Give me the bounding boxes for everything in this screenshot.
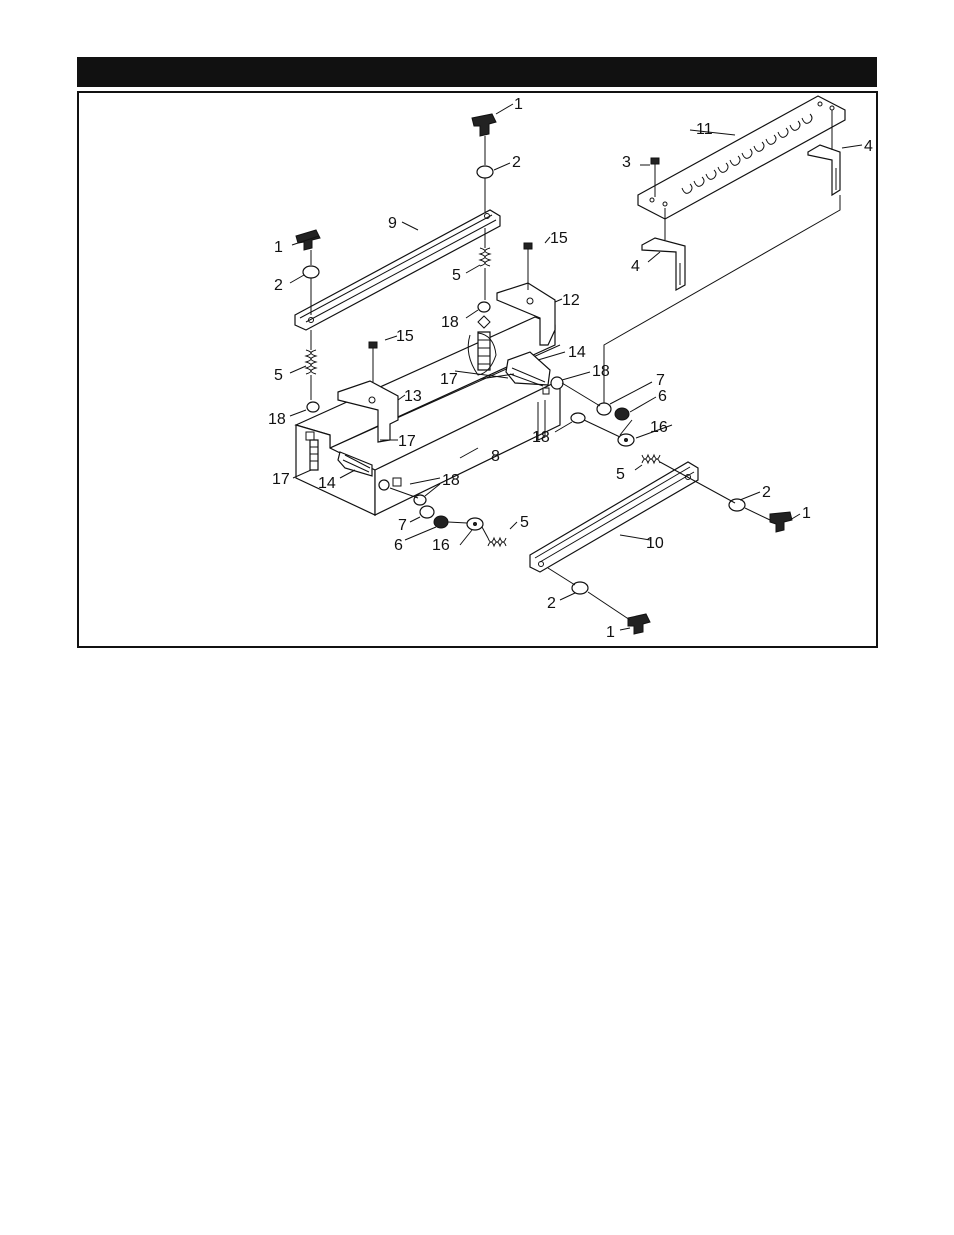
callout-1-lower-right: 1	[802, 505, 811, 522]
nut-part-top	[478, 302, 490, 328]
nut-part-left	[307, 402, 319, 412]
callout-16-left: 16	[432, 537, 450, 554]
nut-part-7-right	[597, 403, 611, 415]
callout-6-right: 6	[658, 388, 667, 405]
callout-8: 8	[491, 448, 500, 465]
callout-5-lower: 5	[520, 514, 529, 531]
callout-5-left: 5	[274, 367, 283, 384]
spacer-part-top	[477, 166, 493, 178]
washer-part-16-right	[618, 434, 634, 446]
bolt-part-b	[310, 440, 318, 470]
spacer-part-lower	[572, 582, 588, 594]
spring-part-left	[306, 350, 316, 374]
callout-4-lower: 4	[631, 258, 640, 275]
spring-part-top	[480, 248, 490, 266]
callout-2-lower-right: 2	[762, 484, 771, 501]
callout-2-top: 2	[512, 154, 521, 171]
callout-3: 3	[622, 154, 631, 171]
callout-17-top: 17	[440, 371, 458, 388]
callout-1-top: 1	[514, 96, 523, 113]
bracket-part-upper	[808, 145, 840, 195]
spring-part-lower	[488, 538, 506, 546]
callout-16-right: 16	[650, 419, 668, 436]
callout-7-left: 7	[398, 517, 407, 534]
callout-18-right: 18	[592, 363, 610, 380]
nut-part-18-lower-left	[379, 480, 389, 490]
upper-rail-part	[295, 210, 500, 330]
callout-18-top: 18	[441, 314, 459, 331]
callout-17-mid: 17	[398, 433, 416, 450]
screw-part-15-right	[524, 243, 532, 290]
callout-11: 11	[696, 121, 713, 138]
washer-part-16-left	[467, 518, 483, 530]
callout-5-top: 5	[452, 267, 461, 284]
callout-2-left: 2	[274, 277, 283, 294]
callout-15-right: 15	[550, 230, 568, 247]
callout-14-right: 14	[568, 344, 586, 361]
bracket-part-lower	[642, 238, 685, 290]
knob-part-top	[472, 114, 496, 136]
callout-18-lower: 18	[442, 472, 460, 489]
callout-4-upper: 4	[864, 138, 873, 155]
callout-10: 10	[646, 535, 664, 552]
callout-18-left: 18	[268, 411, 286, 428]
screw-part-15-left	[369, 342, 377, 382]
callout-13: 13	[404, 388, 422, 405]
spacer-part-left	[303, 266, 319, 278]
knob-part-lower-right	[770, 512, 792, 532]
callout-1-left: 1	[274, 239, 283, 256]
knob-part-lower	[628, 614, 650, 634]
callout-18-lower-right: 18	[532, 429, 550, 446]
callout-6-left: 6	[394, 537, 403, 554]
nut-part-right-body	[551, 377, 563, 389]
nut-part-right-lower	[571, 413, 585, 423]
callout-5-right: 5	[616, 466, 625, 483]
callout-17-left: 17	[272, 471, 290, 488]
nut-part-18-lower-mid	[414, 495, 426, 505]
knob-nut-part-6-right	[615, 408, 629, 420]
nut-part-7-left	[420, 506, 434, 518]
callout-labels: 1 2 3 4 4 11 1 2 9 5 15 12 18 15 14 5 17…	[268, 96, 873, 641]
spring-part-right	[642, 455, 660, 463]
callout-2-lower: 2	[547, 595, 556, 612]
callout-1-lower: 1	[606, 624, 615, 641]
callout-7-right: 7	[656, 372, 665, 389]
callout-15-left: 15	[396, 328, 414, 345]
finger-template-part	[638, 96, 845, 219]
callout-9: 9	[388, 215, 397, 232]
lower-rail-part	[530, 462, 698, 572]
callout-12: 12	[562, 292, 580, 309]
knob-nut-part-6-left	[434, 516, 448, 528]
callout-14-left: 14	[318, 475, 336, 492]
screw-part	[651, 158, 659, 178]
